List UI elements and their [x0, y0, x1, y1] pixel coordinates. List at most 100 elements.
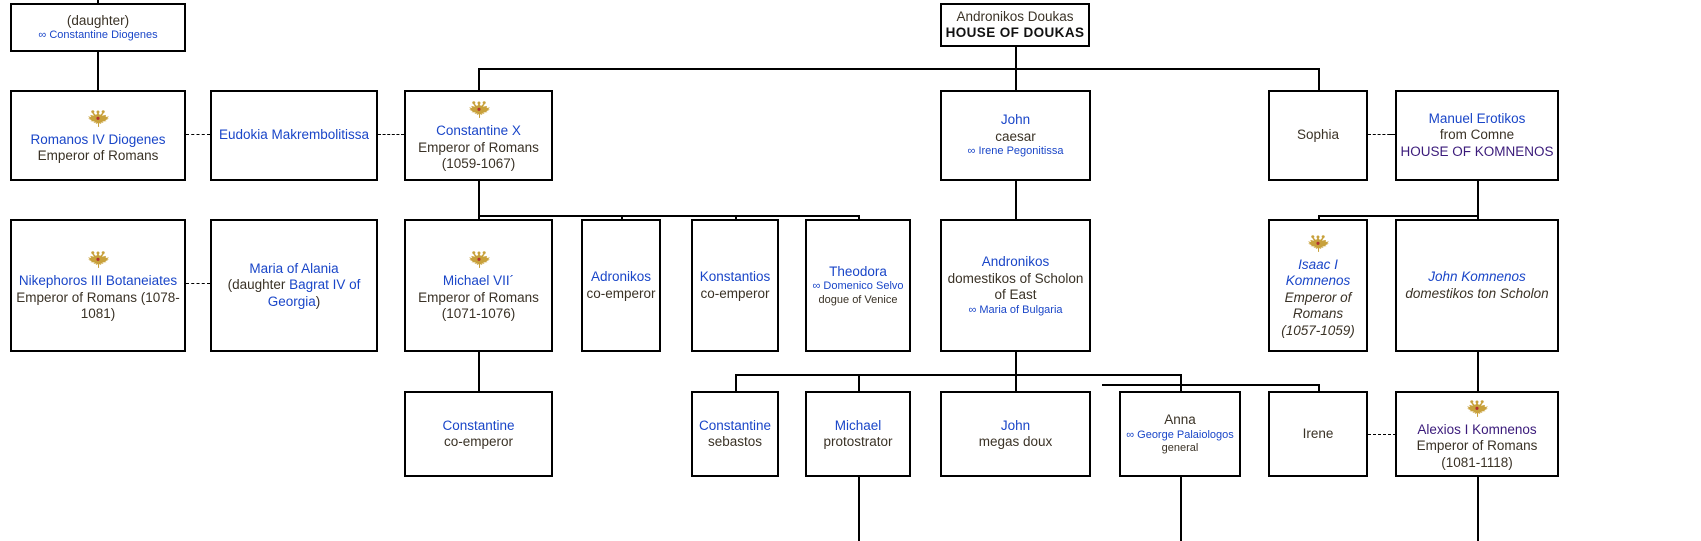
marriage-symbol: ∞	[38, 29, 47, 42]
person-box-irene[interactable]: Irene	[1268, 391, 1368, 477]
person-title: Emperor of Romans (1078-1081)	[16, 289, 180, 322]
connector-line	[1477, 352, 1479, 391]
person-name: Nikephoros III Botaneiates	[18, 273, 178, 289]
person-origin: from Comne	[1439, 127, 1515, 143]
person-title: Emperor of Romans	[1284, 289, 1352, 322]
person-box-john-megas-doux[interactable]: John megas doux	[940, 391, 1091, 477]
person-box-nikephoros-iii[interactable]: Nikephoros III Botaneiates Emperor of Ro…	[10, 219, 186, 352]
person-box-john-komnenos[interactable]: John Komnenos domestikos ton Scholon	[1395, 219, 1559, 352]
person-name: Maria of Alania	[249, 260, 339, 276]
house-label: HOUSE OF DOUKAS	[945, 25, 1085, 40]
person-box-manuel-erotikos[interactable]: Manuel Erotikos from Comne HOUSE OF KOMN…	[1395, 90, 1559, 181]
person-box-sophia[interactable]: Sophia	[1268, 90, 1368, 181]
connector-line	[1477, 181, 1479, 215]
person-title: sebastos	[707, 434, 763, 449]
double-headed-eagle-icon	[1466, 400, 1489, 417]
connector-line	[1180, 374, 1182, 391]
person-box-constantine-x[interactable]: Constantine X Emperor of Romans (1059-10…	[404, 90, 553, 181]
connector-bus	[735, 374, 1180, 376]
person-box-daughter[interactable]: (daughter) ∞ Constantine Diogenes	[10, 3, 186, 52]
person-title: Emperor of Romans	[418, 289, 539, 305]
person-box-romanos-iv[interactable]: Romanos IV Diogenes Emperor of Romans	[10, 90, 186, 181]
spouse-title: dogue of Venice	[818, 293, 898, 306]
double-headed-eagle-icon	[87, 251, 110, 269]
person-box-michael-protostrator[interactable]: Michael protostrator	[805, 391, 911, 477]
connector-line	[1318, 68, 1320, 90]
person-detail: (daughter Bagrat IV of Georgia)	[215, 277, 373, 310]
person-name: Theodora	[829, 263, 887, 279]
person-title: Emperor of Romans	[1416, 438, 1538, 454]
person-box-constantine-coemperor[interactable]: Constantine co-emperor	[404, 391, 553, 477]
connector-bus	[1102, 384, 1318, 386]
marriage-link	[1368, 434, 1401, 435]
person-name: Isaac I Komnenos	[1285, 256, 1351, 289]
person-reign: (1059-1067)	[441, 156, 516, 172]
connector-line	[858, 477, 860, 541]
person-name: John Komnenos	[1428, 269, 1526, 285]
connector-line	[735, 374, 737, 391]
person-title: co-emperor	[443, 434, 514, 449]
person-reign: (1057-1059)	[1281, 322, 1355, 338]
person-name: Irene	[1302, 425, 1334, 441]
double-headed-eagle-icon	[468, 101, 490, 119]
person-box-john-caesar[interactable]: John caesar ∞ Irene Pegonitissa	[940, 90, 1091, 181]
person-box-constantine-sebastos[interactable]: Constantine sebastos	[691, 391, 779, 477]
connector-line	[1180, 477, 1182, 541]
marriage-symbol: ∞	[968, 303, 977, 316]
person-name: Konstantios	[699, 269, 771, 285]
person-box-eudokia[interactable]: Eudokia Makrembolitissa	[210, 90, 378, 181]
spouse-line: ∞ George Palaiologos	[1124, 429, 1236, 442]
person-title: domestikos ton Scholon	[1405, 285, 1549, 301]
person-box-theodora[interactable]: Theodora ∞ Domenico Selvo dogue of Venic…	[805, 219, 911, 352]
marriage-link	[186, 283, 210, 284]
person-title: domestikos of Scholon of East	[947, 270, 1084, 303]
double-headed-eagle-icon	[1307, 235, 1330, 252]
person-title: caesar	[995, 128, 1036, 144]
person-name: John	[1000, 112, 1031, 128]
person-box-anna[interactable]: Anna ∞ George Palaiologos general	[1119, 391, 1241, 477]
connector-line	[478, 181, 480, 215]
connector-line	[1015, 352, 1017, 374]
person-box-adronikos[interactable]: Adronikos co-emperor	[581, 219, 661, 352]
spouse-title: general	[1161, 442, 1199, 455]
person-name: Manuel Erotikos	[1428, 110, 1526, 126]
person-box-andronikos-domestikos[interactable]: Andronikos domestikos of Scholon of East…	[940, 219, 1091, 352]
person-name: Andronikos Doukas	[956, 8, 1074, 24]
person-box-alexios-i[interactable]: Alexios I Komnenos Emperor of Romans (10…	[1395, 391, 1559, 477]
person-box-maria-of-alania[interactable]: Maria of Alania (daughter Bagrat IV of G…	[210, 219, 378, 352]
marriage-link	[378, 134, 404, 135]
person-box-konstantios[interactable]: Konstantios co-emperor	[691, 219, 779, 352]
spouse-name: Irene Pegonitissa	[978, 145, 1064, 158]
connector-line	[478, 352, 480, 391]
person-title: Emperor of Romans	[37, 148, 159, 163]
detail-suffix: )	[315, 293, 321, 309]
spouse-name: Constantine Diogenes	[49, 29, 158, 42]
person-name: Constantine X	[436, 123, 521, 139]
connector-bus	[1318, 215, 1478, 217]
connector-line	[1015, 181, 1017, 233]
person-name: Constantine	[442, 417, 515, 433]
person-title: co-emperor	[700, 285, 770, 301]
spouse-line: ∞ Irene Pegonitissa	[945, 145, 1086, 158]
connector-line	[1015, 374, 1017, 391]
person-name: Constantine	[698, 417, 772, 433]
person-name: Adronikos	[590, 269, 652, 285]
person-name: Eudokia Makrembolitissa	[218, 127, 370, 143]
person-box-isaac-i[interactable]: Isaac I Komnenos Emperor of Romans (1057…	[1268, 219, 1368, 352]
person-title: Emperor of Romans	[418, 139, 539, 155]
spouse-line: ∞ Maria of Bulgaria	[945, 304, 1086, 317]
marriage-link	[1368, 134, 1395, 135]
person-title: megas doux	[978, 434, 1053, 449]
detail-prefix: (daughter	[227, 277, 290, 293]
spouse-line: ∞ Domenico Selvo	[810, 280, 906, 293]
detail-link[interactable]: Bagrat IV of Georgia	[267, 277, 361, 309]
person-box-andronikos-doukas[interactable]: Andronikos Doukas HOUSE OF DOUKAS	[940, 3, 1090, 47]
marriage-symbol: ∞	[1126, 428, 1135, 441]
spouse-name: Maria of Bulgaria	[979, 303, 1063, 316]
person-name: Sophia	[1296, 127, 1340, 143]
connector-line	[1318, 384, 1320, 391]
connector-line	[858, 374, 860, 391]
person-box-michael-vii[interactable]: Michael VII´ Emperor of Romans (1071-107…	[404, 219, 553, 352]
person-name: (daughter)	[66, 12, 130, 28]
person-name: Andronikos	[981, 254, 1050, 270]
